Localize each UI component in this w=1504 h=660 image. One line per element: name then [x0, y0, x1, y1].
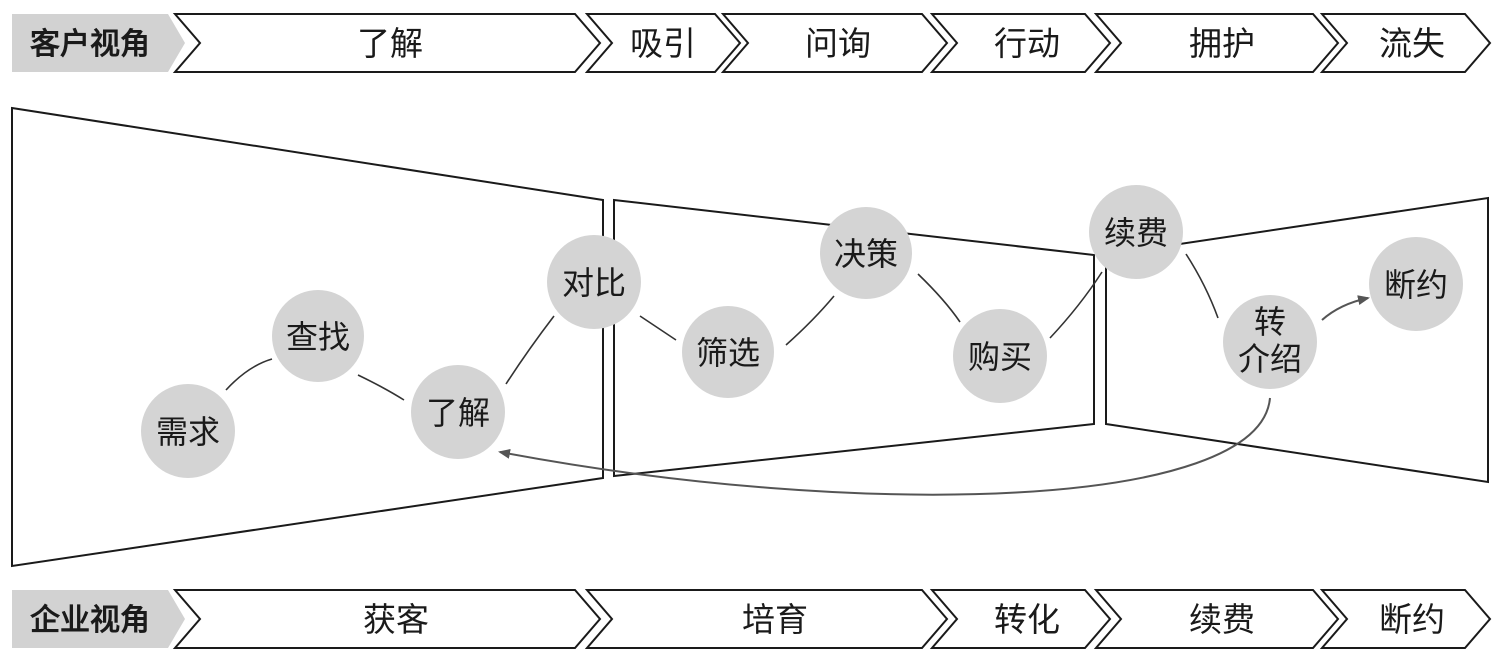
customer-stage-6-label: 流失 — [1379, 24, 1445, 63]
connector-decide-purchase — [917, 273, 961, 323]
customer-stage-2-label: 吸引 — [630, 24, 696, 63]
node-renew-label: 续费 — [1104, 214, 1168, 252]
enterprise-stage-1: 获客 — [172, 589, 602, 649]
node-decide-label: 决策 — [834, 235, 898, 273]
enterprise-perspective-row: 企业视角 获客 培育 转化 续费 断约 — [12, 589, 1492, 649]
node-referral-label-line1: 转 — [1254, 303, 1286, 341]
customer-stage-5-label: 拥护 — [1189, 24, 1255, 63]
node-need: 需求 — [141, 384, 235, 478]
node-referral-label-line2: 介绍 — [1238, 340, 1302, 378]
node-filter: 筛选 — [682, 306, 774, 398]
customer-stage-1: 了解 — [172, 13, 602, 73]
enterprise-stage-3: 转化 — [929, 589, 1112, 649]
node-terminate: 断约 — [1369, 237, 1463, 331]
enterprise-stage-2: 培育 — [584, 589, 949, 649]
customer-stage-1-label: 了解 — [357, 24, 423, 63]
enterprise-stage-4: 续费 — [1093, 589, 1340, 649]
customer-stage-3: 问询 — [720, 13, 949, 73]
enterprise-stage-5-label: 断约 — [1379, 600, 1445, 639]
node-need-label: 需求 — [156, 413, 220, 451]
funnel-panel-nurture — [613, 198, 1095, 478]
connector-renew-referral — [1185, 253, 1219, 319]
node-search-label: 查找 — [286, 318, 350, 356]
node-referral: 转 介绍 — [1223, 295, 1317, 389]
enterprise-stage-3-label: 转化 — [994, 600, 1060, 639]
node-purchase: 购买 — [953, 309, 1047, 403]
node-decide: 决策 — [820, 207, 912, 299]
customer-perspective-row: 客户视角 了解 吸引 问询 行动 拥护 流失 — [12, 13, 1492, 73]
arrow-referral-terminate — [1321, 295, 1370, 321]
customer-stage-5: 拥护 — [1093, 13, 1340, 73]
node-compare-label: 对比 — [562, 264, 626, 302]
journey-nodes: 需求 查找 了解 对比 筛选 决策 购买 续费 — [141, 185, 1463, 478]
connector-compare-filter — [639, 315, 677, 341]
connector-need-search — [225, 358, 273, 391]
connector-search-understand — [357, 374, 405, 401]
enterprise-stage-4-label: 续费 — [1189, 600, 1255, 639]
node-understand-label: 了解 — [426, 394, 490, 432]
customer-perspective-label: 客户视角 — [30, 27, 150, 62]
node-renew: 续费 — [1089, 185, 1183, 279]
connector-purchase-renew — [1049, 271, 1103, 339]
customer-stage-3-label: 问询 — [805, 24, 871, 63]
node-filter-label: 筛选 — [696, 334, 760, 372]
enterprise-stage-2-label: 培育 — [742, 600, 808, 639]
enterprise-perspective-tab — [12, 590, 185, 648]
journey-connectors — [225, 253, 1370, 496]
enterprise-stage-1-label: 获客 — [363, 600, 429, 639]
customer-stage-2: 吸引 — [584, 13, 742, 73]
connector-understand-compare — [505, 315, 555, 385]
customer-stage-6: 流失 — [1319, 13, 1492, 73]
customer-stage-4-label: 行动 — [994, 24, 1060, 63]
node-purchase-label: 购买 — [968, 338, 1032, 376]
connector-filter-decide — [785, 295, 835, 346]
enterprise-stage-5: 断约 — [1319, 589, 1492, 649]
node-compare: 对比 — [547, 235, 641, 329]
node-understand: 了解 — [411, 365, 505, 459]
node-search: 查找 — [272, 290, 364, 382]
customer-stage-4: 行动 — [929, 13, 1112, 73]
enterprise-perspective-label: 企业视角 — [30, 603, 150, 638]
node-terminate-label: 断约 — [1384, 266, 1448, 304]
customer-perspective-tab — [12, 14, 185, 72]
arrow-referral-to-understand — [498, 397, 1271, 496]
